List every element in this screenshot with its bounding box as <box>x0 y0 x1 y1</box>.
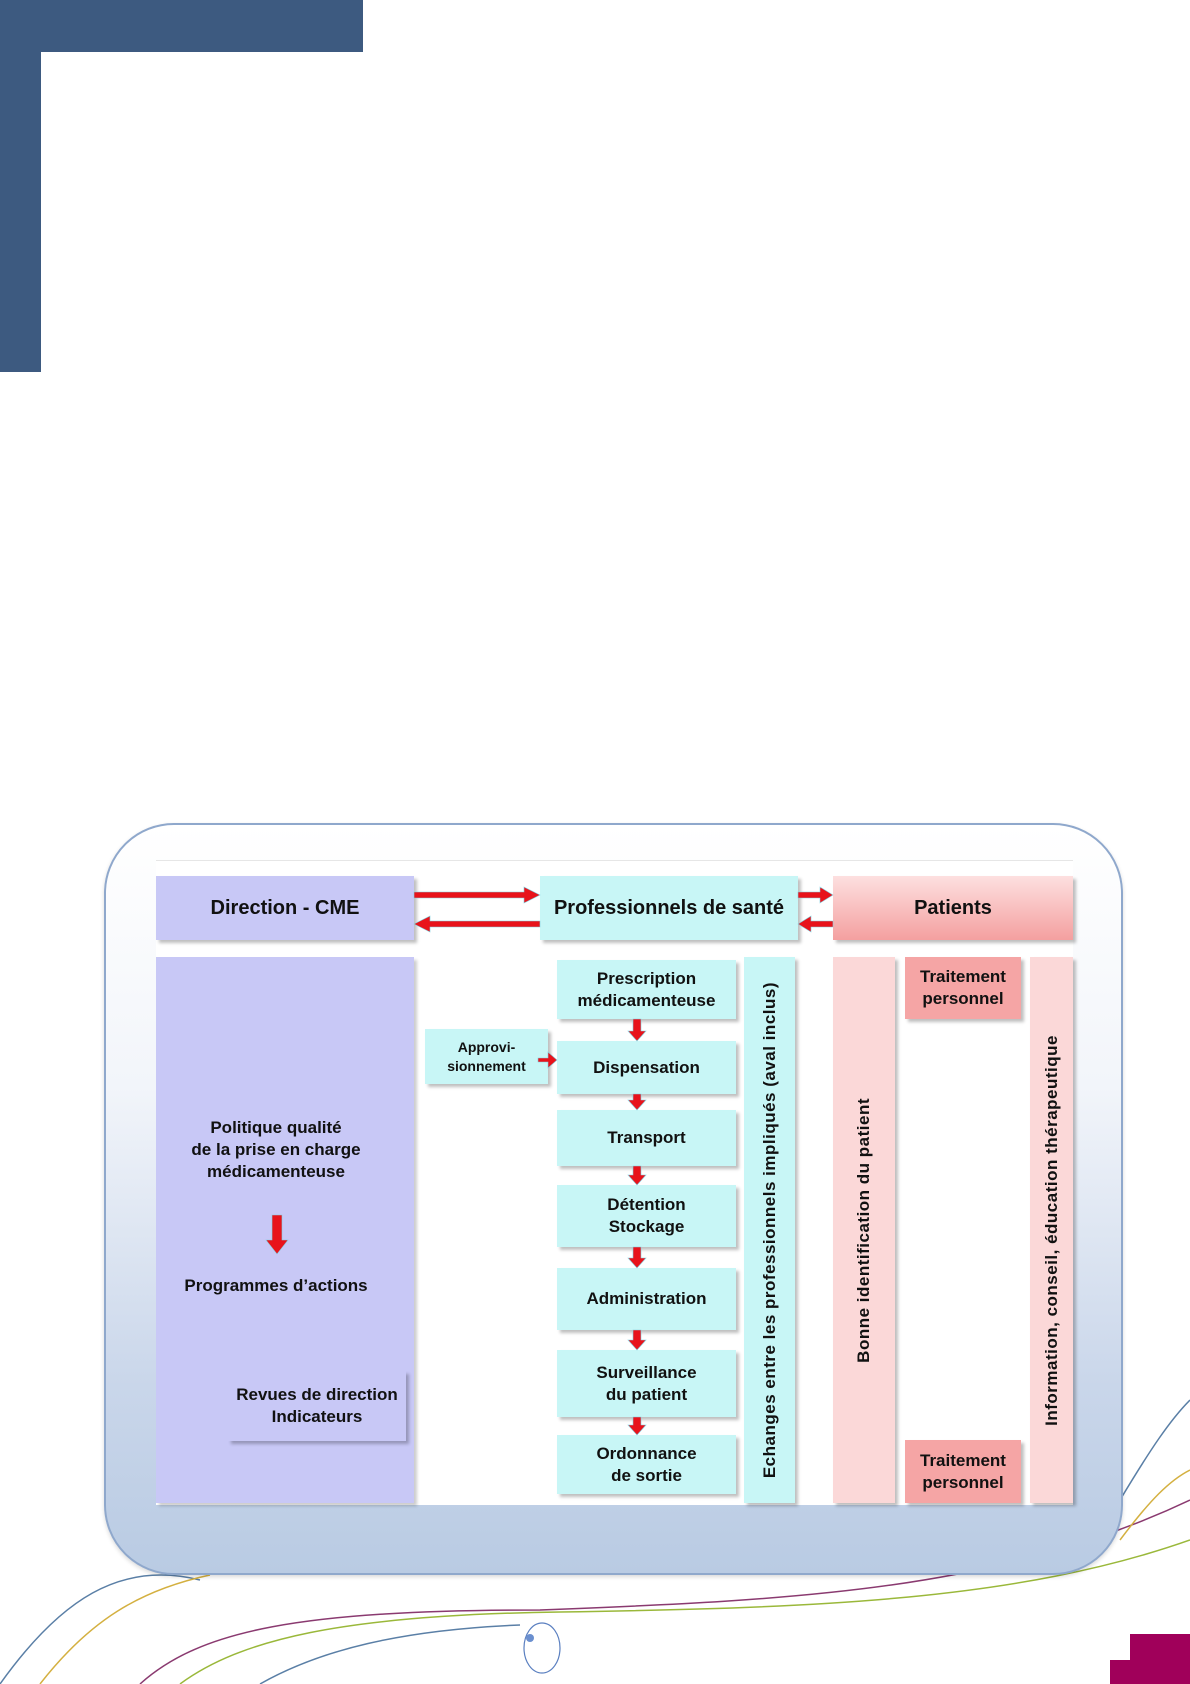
step-label: Transport <box>607 1128 686 1147</box>
direction-label: Direction - CME <box>210 897 360 919</box>
approvisionnement-line: Approvi- <box>457 1038 516 1055</box>
traitement-line: personnel <box>922 1472 1004 1492</box>
politique-line: de la prise en charge <box>191 1140 361 1159</box>
bonne-identification-column: Bonne identification du patient <box>833 957 895 1503</box>
politique-line: médicamenteuse <box>207 1162 345 1181</box>
approvisionnement-box: Approvi- sionnement <box>425 1029 548 1084</box>
patients-box: Patients <box>833 876 1073 940</box>
step-label: Détention <box>607 1195 686 1214</box>
corner-bar-horizontal <box>0 0 363 52</box>
traitement-personnel-top: Traitement personnel <box>905 957 1021 1019</box>
bonne-identification-label: Bonne identification du patient <box>854 1097 873 1363</box>
politique-text: Politique qualité de la prise en charge … <box>156 1117 396 1183</box>
politique-line: Politique qualité <box>210 1118 342 1137</box>
step-label: Administration <box>586 1289 707 1308</box>
professionnels-box: Professionnels de santé <box>540 876 798 940</box>
step-box: Administration <box>557 1268 736 1330</box>
step-label: Dispensation <box>593 1057 700 1077</box>
information-label: Information, conseil, éducation thérapeu… <box>1041 1034 1061 1426</box>
professionnels-label: Professionnels de santé <box>553 897 785 919</box>
direction-cme-box: Direction - CME <box>156 876 414 940</box>
step-label: Ordonnance <box>596 1443 697 1463</box>
step-label: Prescription <box>596 968 697 988</box>
traitement-personnel-bottom: Traitement personnel <box>905 1440 1021 1503</box>
traitement-line: Traitement <box>920 1450 1006 1470</box>
patients-label: Patients <box>914 897 992 919</box>
step-label: du patient <box>605 1384 688 1404</box>
step-label: Surveillance <box>596 1362 697 1382</box>
step-box: Dispensation <box>557 1041 736 1094</box>
step-label: Stockage <box>608 1217 685 1236</box>
revues-line: Revues de direction <box>236 1385 398 1404</box>
corner-bar-vertical <box>0 0 41 372</box>
echanges-column: Echanges entre les professionnels impliq… <box>744 957 795 1503</box>
traitement-line: Traitement <box>920 967 1006 986</box>
step-label: de sortie <box>611 1465 682 1485</box>
echanges-label: Echanges entre les professionnels impliq… <box>759 981 779 1479</box>
approvisionnement-line: sionnement <box>447 1057 526 1074</box>
information-column: Information, conseil, éducation thérapeu… <box>1030 957 1073 1503</box>
programmes-text: Programmes d’actions <box>184 1276 368 1295</box>
step-label: médicamenteuse <box>577 990 716 1010</box>
step-box: Transport <box>557 1110 736 1166</box>
revues-box: Revues de direction Indicateurs <box>228 1371 406 1441</box>
revues-line: Indicateurs <box>271 1407 363 1426</box>
traitement-line: personnel <box>922 989 1004 1008</box>
